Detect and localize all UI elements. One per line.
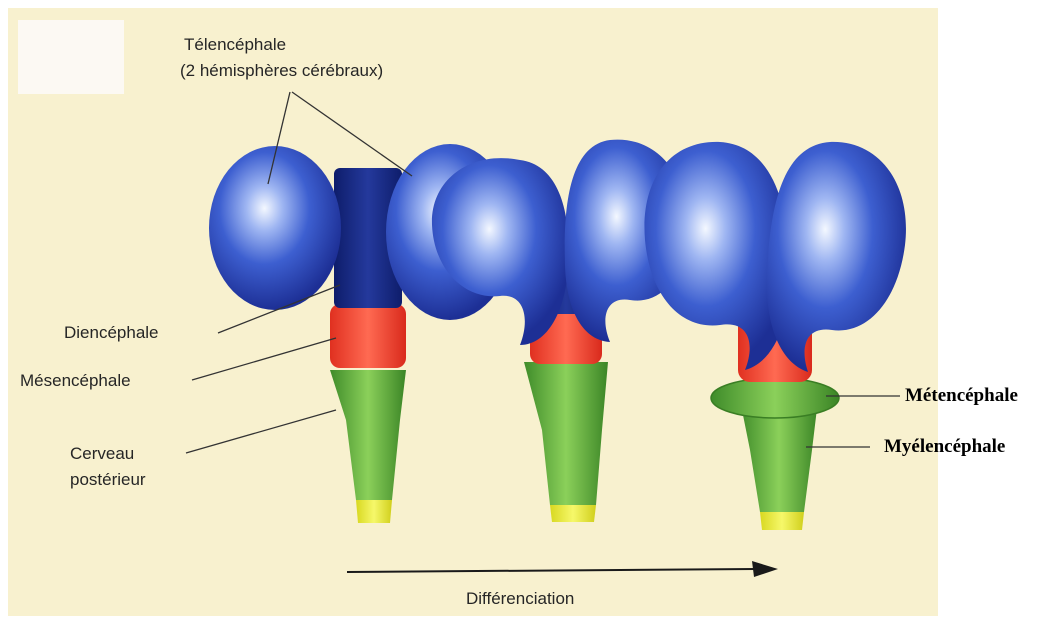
mesencephale-label: Mésencéphale [20,370,131,392]
stage3-right-hemisphere [767,142,906,372]
diencephale-label: Diencéphale [64,322,159,344]
myelencephale-label: Myélencéphale [884,436,1005,458]
stage1-hindbrain [330,370,406,500]
metencephale-label: Métencéphale [905,385,1018,407]
cerveau-label-line1: Cerveau [70,443,134,465]
stage3-metencephalon [711,378,839,418]
telencephale-label: Télencéphale [184,34,286,56]
mesencephale-leader [192,338,336,380]
brain-stage-3 [644,142,905,530]
differentiation-arrow [347,561,778,577]
stage2-hindbrain [524,362,608,505]
stage2-spinal-tip [550,505,596,522]
stage1-spinal-tip [356,500,392,523]
stage1-mesencephalon [330,304,406,368]
cerveau-leader [186,410,336,453]
stage3-spinal-tip [760,512,804,530]
stage1-left-hemisphere [209,146,341,310]
differenciation-label: Différenciation [466,588,574,610]
cerveau-label-line2: postérieur [70,469,146,491]
telencephale-sublabel: (2 hémisphères cérébraux) [180,60,383,82]
